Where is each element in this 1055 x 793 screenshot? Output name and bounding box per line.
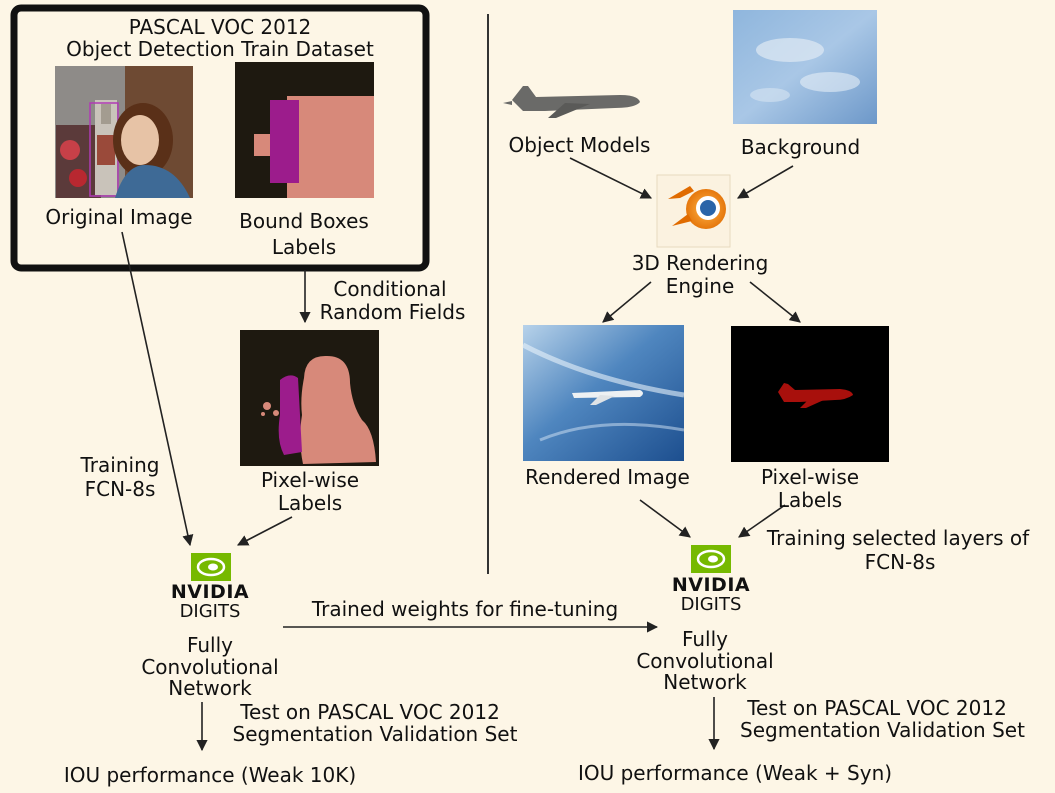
arrow-original-to-network (121, 231, 194, 547)
right-network-line1: Fully (681, 627, 729, 651)
crf-label-line2: Random Fields (319, 300, 466, 324)
right-pixelwise-label-line2: Labels (777, 488, 843, 512)
right-network-line3: Network (663, 670, 747, 694)
crf-labels-image (240, 330, 379, 466)
nvidia-logo-right-icon (691, 545, 731, 573)
training-left-line1: Training (80, 453, 160, 477)
background-label: Background (740, 135, 861, 159)
right-network-line2: Convolutional (636, 649, 774, 673)
arrow-background-to-engine (737, 165, 794, 199)
right-test-line2: Segmentation Validation Set (740, 718, 1025, 742)
left-pixelwise-label-line1: Pixel-wise (260, 468, 360, 492)
crf-label-line1: Conditional (333, 277, 447, 301)
arrow-engine-to-rendered (602, 281, 652, 323)
left-digits-logo: NVIDIA DIGITS (152, 582, 268, 622)
left-test-line1: Test on PASCAL VOC 2012 (240, 700, 500, 724)
right-training-line2: FCN-8s (864, 550, 936, 574)
right-digits-logo: NVIDIA DIGITS (652, 575, 770, 615)
left-network-line3: Network (168, 676, 252, 700)
left-pixelwise-label-line2: Labels (277, 491, 343, 515)
dataset-title-line1: PASCAL VOC 2012 (128, 15, 312, 39)
right-nvidia-wordmark: NVIDIA (671, 574, 751, 596)
arrow-models-to-engine (569, 157, 653, 199)
dataset-frame (10, 4, 430, 272)
bound-boxes-image (235, 62, 374, 198)
left-test-line2: Segmentation Validation Set (232, 722, 518, 746)
arrow-labels-to-network (738, 504, 786, 538)
engine-label-line1: 3D Rendering (631, 251, 769, 275)
right-digits-wordmark: DIGITS (680, 594, 742, 615)
left-network-line2: Convolutional (141, 655, 279, 679)
right-test-line1: Test on PASCAL VOC 2012 (747, 696, 1007, 720)
transfer-label: Trained weights for fine-tuning (311, 597, 619, 621)
rendered-image (521, 325, 685, 461)
rendered-labels-image (731, 326, 889, 462)
left-network-line1: Fully (186, 633, 234, 657)
right-training-line1: Training selected layers of (766, 526, 1030, 550)
original-image (55, 66, 193, 198)
arrow-crf-to-network (237, 516, 293, 546)
right-pixelwise-label-line1: Pixel-wise (760, 465, 860, 489)
training-left-line2: FCN-8s (84, 477, 156, 501)
object-models-label: Object Models (508, 133, 651, 157)
rendered-image-label: Rendered Image (525, 465, 690, 489)
original-image-label: Original Image (45, 205, 193, 229)
arrow-rendered-to-network (639, 499, 691, 538)
bound-boxes-label-line1: Bound Boxes (239, 209, 369, 233)
right-iou-result: IOU performance (Weak + Syn) (577, 761, 893, 785)
rendering-engine-icon (656, 174, 731, 248)
nvidia-logo-left-icon (191, 553, 231, 581)
left-digits-wordmark: DIGITS (179, 601, 241, 622)
engine-label-line2: Engine (665, 274, 735, 298)
bound-boxes-label-line2: Labels (271, 235, 337, 259)
background-image (733, 10, 877, 124)
dataset-title-line2: Object Detection Train Dataset (66, 37, 374, 61)
left-nvidia-wordmark: NVIDIA (170, 581, 250, 603)
left-iou-result: IOU performance (Weak 10K) (63, 763, 357, 787)
arrow-engine-to-labels (749, 281, 801, 323)
object-model-image (503, 86, 640, 118)
